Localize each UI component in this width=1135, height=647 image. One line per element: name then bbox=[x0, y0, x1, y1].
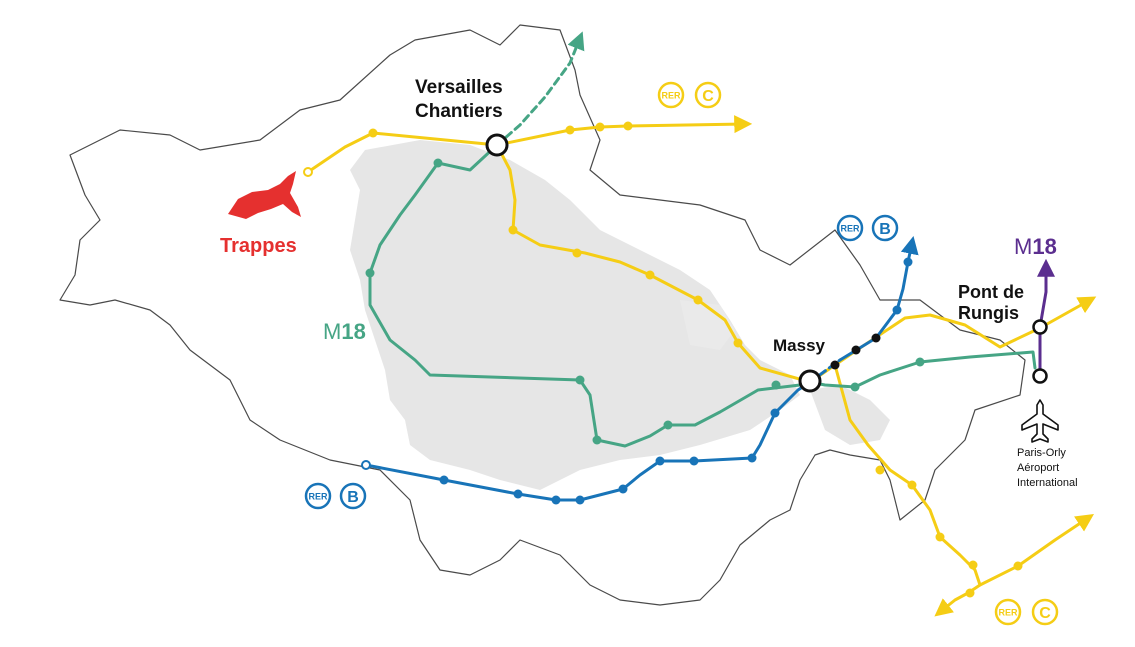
station-dot bbox=[875, 465, 885, 475]
m18-line bbox=[368, 31, 1037, 448]
airplane-icon bbox=[1021, 399, 1059, 443]
pont-de-label: Pont de bbox=[958, 282, 1024, 302]
urban-area bbox=[350, 140, 800, 490]
m18-label-purple: M18 bbox=[1014, 234, 1057, 259]
station-dot bbox=[968, 560, 978, 570]
station-dot bbox=[618, 484, 628, 494]
station-dot bbox=[365, 268, 375, 278]
orly-label-line2: Aéroport bbox=[1017, 462, 1059, 474]
versailles-chantiers-station bbox=[485, 133, 509, 157]
svg-text:RER: RER bbox=[998, 608, 1018, 618]
station-dot bbox=[663, 420, 673, 430]
station-dot bbox=[871, 333, 881, 343]
massy-station bbox=[798, 369, 822, 393]
station-dot bbox=[623, 121, 633, 131]
station-dot bbox=[592, 435, 602, 445]
station-dot bbox=[830, 360, 840, 370]
station-dot bbox=[747, 453, 757, 463]
station-dot bbox=[907, 480, 917, 490]
station-dot bbox=[572, 248, 582, 258]
rer-b-terminus bbox=[361, 460, 371, 470]
trappes-label: Trappes bbox=[220, 235, 297, 257]
department-boundary bbox=[59, 24, 1026, 606]
svg-text:RER: RER bbox=[661, 91, 681, 101]
pont-de-rungis-station bbox=[1032, 319, 1048, 335]
fish-silhouette-icon bbox=[228, 171, 301, 219]
trappes-terminus bbox=[303, 167, 313, 177]
station-dot bbox=[892, 305, 902, 315]
station-dot bbox=[551, 495, 561, 505]
orly-label-line3: International bbox=[1017, 477, 1078, 489]
urban-patch bbox=[680, 300, 735, 350]
orly-station bbox=[1032, 368, 1048, 384]
svg-text:RER: RER bbox=[840, 224, 860, 234]
station-dot bbox=[575, 495, 585, 505]
station-dot bbox=[1013, 561, 1023, 571]
station-dot bbox=[689, 456, 699, 466]
m18-label-green: M18 bbox=[323, 319, 366, 344]
station-dot bbox=[368, 128, 378, 138]
rer-c-badge-top: RER C bbox=[657, 81, 722, 109]
station-dot bbox=[575, 375, 585, 385]
rer-b-stations bbox=[439, 257, 913, 505]
station-dot bbox=[439, 475, 449, 485]
m18-stations bbox=[365, 158, 925, 445]
station-dot bbox=[433, 158, 443, 168]
station-dot bbox=[771, 380, 781, 390]
orly-label-line1: Paris-Orly bbox=[1017, 447, 1066, 459]
station-dot bbox=[595, 122, 605, 132]
station-dot bbox=[693, 295, 703, 305]
station-dot bbox=[851, 345, 861, 355]
chantiers-label: Chantiers bbox=[415, 101, 503, 122]
station-dot bbox=[850, 382, 860, 392]
shared-stations bbox=[830, 333, 881, 370]
station-dot bbox=[915, 357, 925, 367]
station-dot bbox=[903, 257, 913, 267]
m18-north-line bbox=[1037, 258, 1055, 378]
station-dot bbox=[965, 588, 975, 598]
svg-text:B: B bbox=[347, 489, 359, 506]
station-dot bbox=[565, 125, 575, 135]
station-dot bbox=[508, 225, 518, 235]
svg-text:C: C bbox=[1039, 605, 1051, 622]
versailles-label: Versailles bbox=[415, 77, 503, 98]
svg-text:RER: RER bbox=[308, 492, 328, 502]
station-dot bbox=[733, 338, 743, 348]
massy-label: Massy bbox=[773, 336, 826, 355]
station-dot bbox=[513, 489, 523, 499]
rer-c-stations bbox=[368, 121, 1023, 598]
svg-text:C: C bbox=[702, 88, 714, 105]
rer-c-badge-bottom: RER C bbox=[994, 598, 1059, 626]
rer-b-badge-bottom: RER B bbox=[304, 482, 367, 510]
station-dot bbox=[655, 456, 665, 466]
rer-b-badge-top: RER B bbox=[836, 214, 899, 242]
station-dot bbox=[770, 408, 780, 418]
station-dot bbox=[935, 532, 945, 542]
svg-text:B: B bbox=[879, 221, 891, 238]
rungis-label: Rungis bbox=[958, 303, 1019, 323]
station-dot bbox=[645, 270, 655, 280]
